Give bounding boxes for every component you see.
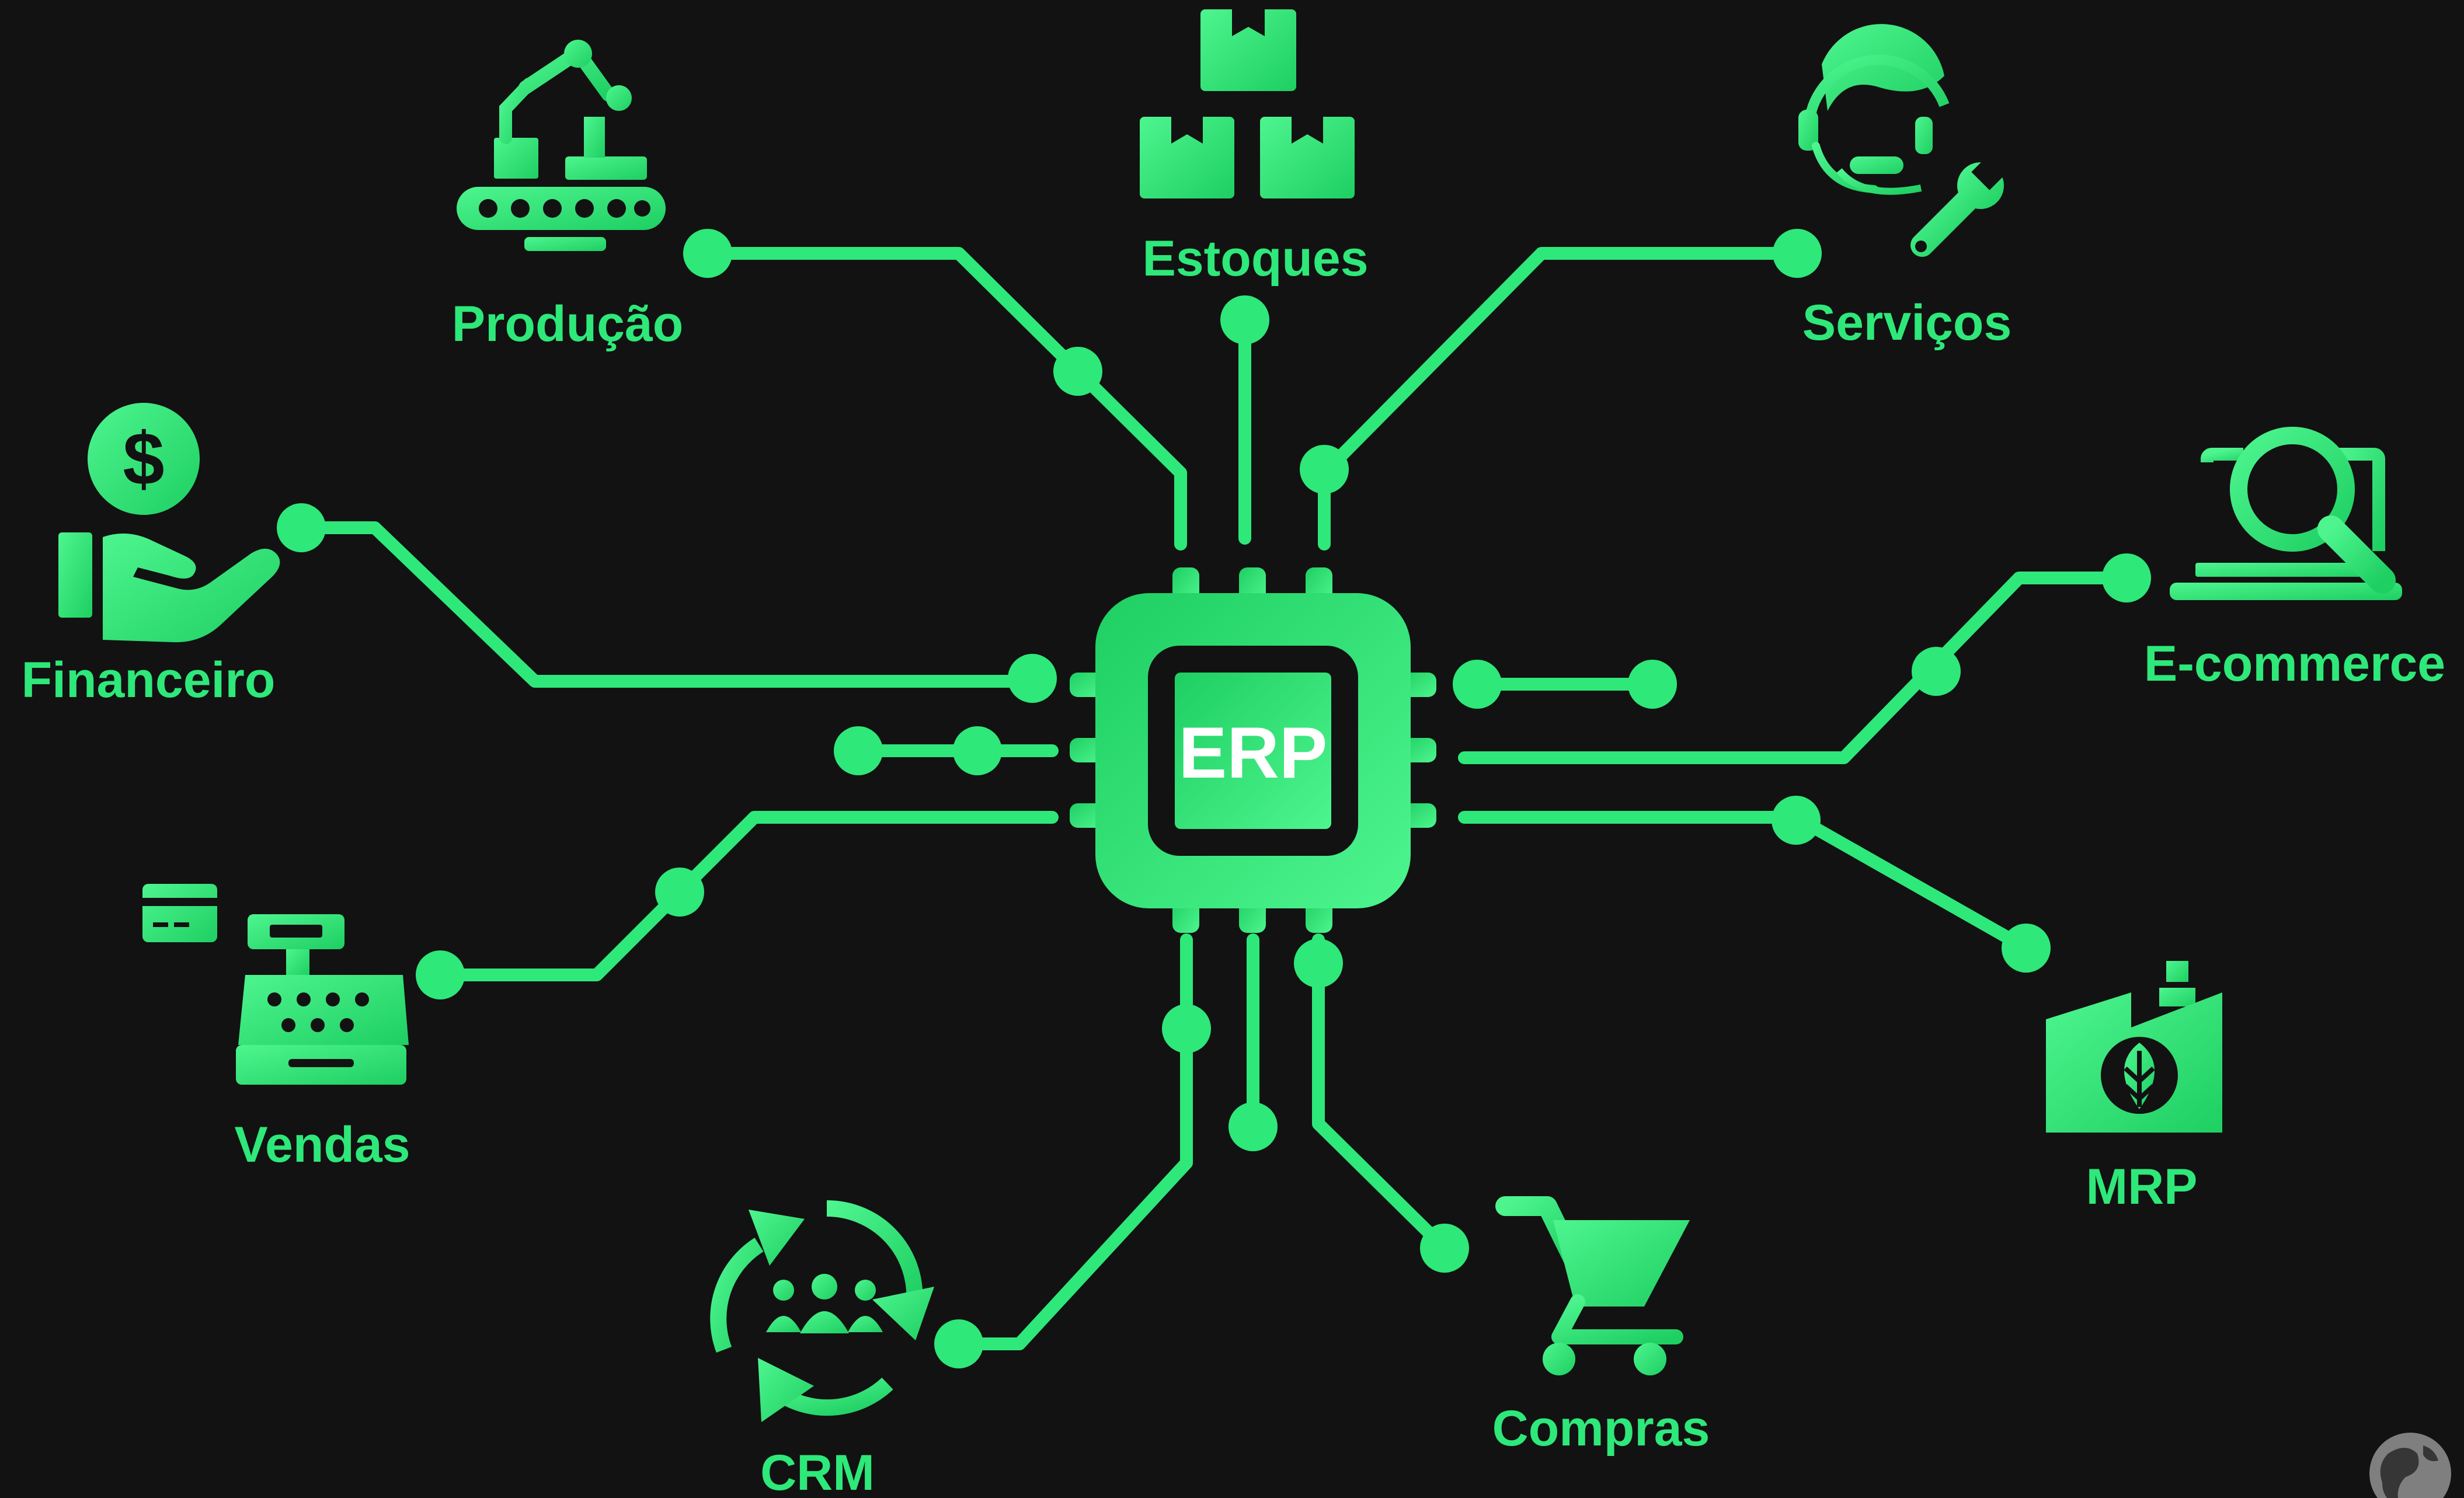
node [834,726,883,775]
trace-servicos [1318,247,1804,551]
svg-text:$: $ [123,417,164,501]
node [1300,445,1349,494]
shopping-cart-icon [1495,1196,1690,1375]
node [2002,924,2051,973]
node [953,726,1002,775]
node [1008,654,1057,703]
label-financeiro: Financeiro [22,652,276,708]
node [1773,229,1822,278]
label-crm: CRM [760,1445,875,1498]
factory-leaf-icon [2046,961,2222,1133]
module-labels: Estoques Produção Serviços Financeiro E-… [22,231,2446,1498]
label-estoques: Estoques [1142,231,1368,287]
erp-chip: ERP [1070,567,1436,933]
node [277,503,326,552]
cash-register-icon [142,884,409,1085]
hand-dollar-icon: $ [58,403,280,643]
chip-core [1175,673,1331,829]
people-cycle-icon [710,1200,934,1422]
label-ecommerce: E-commerce [2144,636,2445,692]
node [934,1319,983,1368]
label-mrp: MRP [2086,1159,2197,1215]
chip-label: ERP [1179,713,1328,793]
label-servicos: Serviços [1802,295,2012,351]
node [683,229,732,278]
laptop-search-icon [2170,427,2402,600]
node [1628,660,1677,709]
trace-compras [1312,933,1451,1255]
node [655,868,704,917]
circuit-nodes [277,229,2151,1368]
boxes-icon [1140,9,1355,198]
support-agent-wrench-icon [1798,24,2006,257]
node [1420,1224,1469,1273]
label-producao: Produção [452,296,684,352]
node [1772,796,1821,845]
trace-financeiro [295,521,1039,688]
globe-icon [2369,1433,2451,1498]
node [416,950,465,999]
node [1220,295,1269,344]
node [1912,647,1961,696]
node [1294,939,1343,988]
label-vendas: Vendas [234,1117,410,1173]
label-compras: Compras [1492,1401,1710,1457]
node [1162,1004,1211,1053]
node [2102,553,2151,602]
node [1228,1102,1278,1151]
robot-arm-conveyor-icon [457,40,666,251]
node [1053,347,1102,396]
node [1453,660,1502,709]
